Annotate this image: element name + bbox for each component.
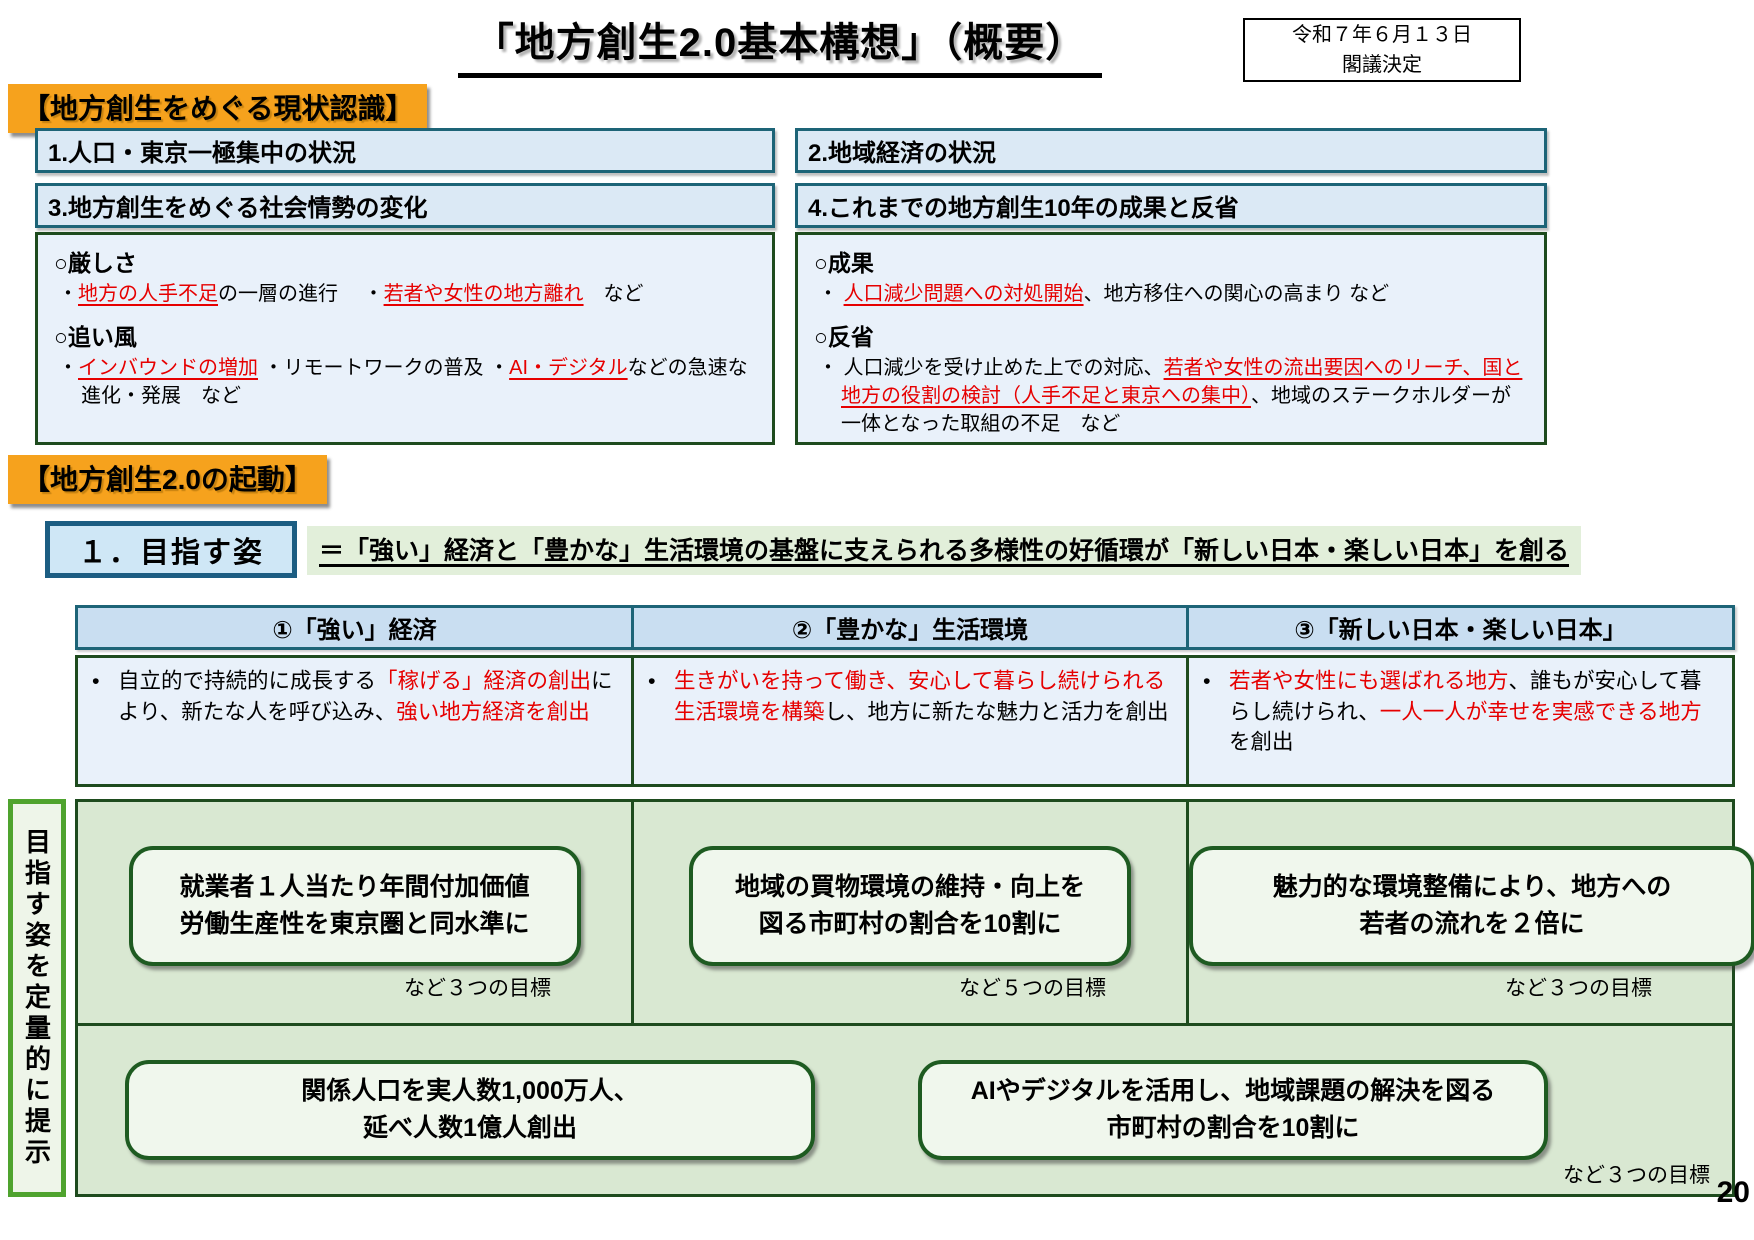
goal-note-2: など５つの目標 bbox=[959, 977, 1106, 1000]
vertical-sidebar-label: 目指す姿を定量的に提示 bbox=[8, 799, 66, 1197]
pillar-table-body: • 自立的で持続的に成長する「稼げる」経済の創出により、新たな人を呼び込み、強い… bbox=[75, 655, 1735, 787]
pillar-2-header: ②「豊かな」生活環境 bbox=[634, 608, 1189, 647]
pillar-table-header: ①「強い」経済 ②「豊かな」生活環境 ③「新しい日本・楽しい日本」 bbox=[75, 605, 1735, 650]
cabinet-decision-date-box: 令和７年６月１３日 閣議決定 bbox=[1243, 18, 1521, 82]
pillar-1-description: • 自立的で持続的に成長する「稼げる」経済の創出により、新たな人を呼び込み、強い… bbox=[78, 658, 634, 784]
tailwind-line: ・インバウンドの増加 ・リモートワークの普及 ・AI・デジタルなどの急速な進化・… bbox=[58, 357, 748, 407]
page-number: 20 bbox=[1716, 1176, 1750, 1209]
pillar-1-header: ①「強い」経済 bbox=[78, 608, 634, 647]
goal-column-3: 魅力的な環境整備により、地方への 若者の流れを２倍に など３つの目標 bbox=[1189, 802, 1754, 1023]
bullet: • bbox=[92, 669, 100, 693]
pillar-3-text: 若者や女性にも選ばれる地方、誰もが安心して暮らし続けられ、一人一人が幸せを実感で… bbox=[1229, 669, 1702, 755]
goal-note-bottom: など３つの目標 bbox=[1563, 1164, 1710, 1187]
pillar-1-text: 自立的で持続的に成長する「稼げる」経済の創出により、新たな人を呼び込み、強い地方… bbox=[118, 669, 613, 724]
section-heading-current-status: 【地方創生をめぐる現状認識】 bbox=[8, 84, 428, 133]
section-heading-launch: 【地方創生2.0の起動】 bbox=[8, 455, 327, 504]
goal-pill-ai-digital: AIやデジタルを活用し、地域課題の解決を図る 市町村の割合を10割に bbox=[918, 1060, 1548, 1160]
severity-line: ・地方の人手不足の一層の進行 ・若者や女性の地方離れ など bbox=[58, 283, 644, 305]
page-title: 「地方創生2.0基本構想」（概要） bbox=[457, 10, 1103, 78]
reflection-subheading: ○反省 bbox=[814, 324, 874, 350]
goal-note-3: など３つの目標 bbox=[1505, 977, 1652, 1000]
goal-pill-related-population: 関係人口を実人数1,000万人、 延べ人数1億人創出 bbox=[125, 1060, 815, 1160]
target-vision-statement: ＝「強い」経済と「豊かな」生活環境の基盤に支えられる多様性の好循環が「新しい日本… bbox=[307, 526, 1582, 575]
bullet: • bbox=[648, 669, 656, 693]
goal-pill-shopping-environment: 地域の買物環境の維持・向上を 図る市町村の割合を10割に bbox=[689, 846, 1131, 966]
pillar-2-text: 生きがいを持って働き、安心して暮らし続けられる生活環境を構築し、地方に新たな魅力… bbox=[674, 669, 1169, 724]
status-box-3-content: ○厳しさ ・地方の人手不足の一層の進行 ・若者や女性の地方離れ など ○追い風 … bbox=[35, 232, 775, 445]
results-subheading: ○成果 bbox=[814, 250, 874, 276]
status-box-1-title: 1.人口・東京一極集中の状況 bbox=[35, 128, 775, 173]
pillar-3-header: ③「新しい日本・楽しい日本」 bbox=[1294, 617, 1627, 644]
pillar-3-description: • 若者や女性にも選ばれる地方、誰もが安心して暮らし続けられ、一人一人が幸せを実… bbox=[1189, 658, 1732, 784]
quantitative-goals-area: 就業者１人当たり年間付加価値 労働生産性を東京圏と同水準に など３つの目標 地域… bbox=[75, 799, 1754, 1197]
target-vision-label: １．目指す姿 bbox=[45, 521, 297, 578]
goal-column-1: 就業者１人当たり年間付加価値 労働生産性を東京圏と同水準に など３つの目標 bbox=[78, 802, 634, 1023]
goal-pill-productivity: 就業者１人当たり年間付加価値 労働生産性を東京圏と同水準に bbox=[128, 846, 581, 966]
tailwind-subheading: ○追い風 bbox=[54, 324, 137, 350]
goals-top-row: 就業者１人当たり年間付加価値 労働生産性を東京圏と同水準に など３つの目標 地域… bbox=[78, 802, 1754, 1026]
severity-subheading: ○厳しさ bbox=[54, 250, 137, 276]
status-box-3-title: 3.地方創生をめぐる社会情勢の変化 bbox=[35, 183, 775, 228]
pillar-2-description: • 生きがいを持って働き、安心して暮らし続けられる生活環境を構築し、地方に新たな… bbox=[634, 658, 1189, 784]
goals-bottom-row: 関係人口を実人数1,000万人、 延べ人数1億人創出 AIやデジタルを活用し、地… bbox=[78, 1026, 1732, 1197]
goal-pill-youth-flow: 魅力的な環境整備により、地方への 若者の流れを２倍に bbox=[1189, 846, 1754, 966]
status-box-2-title: 2.地域経済の状況 bbox=[795, 128, 1547, 173]
status-box-4-content: ○成果 ・ 人口減少問題への対処開始、地方移住への関心の高まり など ○反省 ・… bbox=[795, 232, 1547, 445]
results-line: ・ 人口減少問題への対処開始、地方移住への関心の高まり など bbox=[818, 283, 1390, 305]
goal-note-1: など３つの目標 bbox=[404, 977, 551, 1000]
goal-column-2: 地域の買物環境の維持・向上を 図る市町村の割合を10割に など５つの目標 bbox=[634, 802, 1189, 1023]
status-box-4-title: 4.これまでの地方創生10年の成果と反省 bbox=[795, 183, 1547, 228]
date-line: 令和７年６月１３日 bbox=[1292, 24, 1472, 46]
bullet: • bbox=[1203, 669, 1211, 693]
reflection-line: ・ 人口減少を受け止めた上での対応、若者や女性の流出要因へのリーチ、国と地方の役… bbox=[818, 357, 1523, 435]
decision-label: 閣議決定 bbox=[1342, 54, 1422, 76]
title-wrap: 「地方創生2.0基本構想」（概要） bbox=[380, 10, 1180, 78]
